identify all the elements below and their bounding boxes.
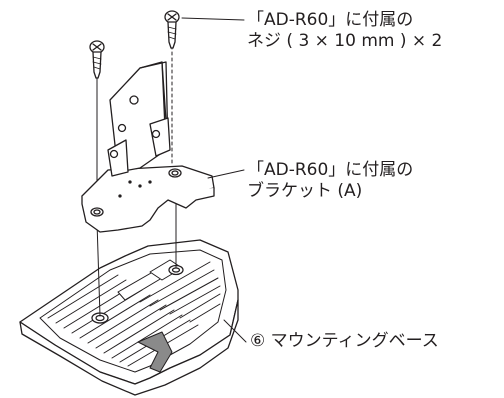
screw-callout-line1: 「AD-R60」に付属の: [247, 10, 414, 30]
mounting-base: [19, 239, 239, 396]
screw-callout-line2: ネジ ( 3 × 10 mm ) × 2: [247, 31, 443, 51]
bracket-callout-line2: ブラケット (A): [247, 181, 363, 201]
screw-callout: 「AD-R60」に付属の ネジ ( 3 × 10 mm ) × 2: [247, 10, 442, 52]
screw-left: [89, 40, 105, 79]
bracket-a: [81, 61, 215, 233]
bracket-callout: 「AD-R60」に付属の ブラケット (A): [247, 160, 413, 202]
leader-lines: [181, 17, 247, 343]
bracket-callout-line1: 「AD-R60」に付属の: [247, 160, 414, 180]
mounting-base-callout: ⑥ マウンティングベース: [250, 331, 439, 352]
mounting-base-callout-text: ⑥ マウンティングベース: [250, 331, 439, 351]
screw-right: [164, 10, 180, 49]
